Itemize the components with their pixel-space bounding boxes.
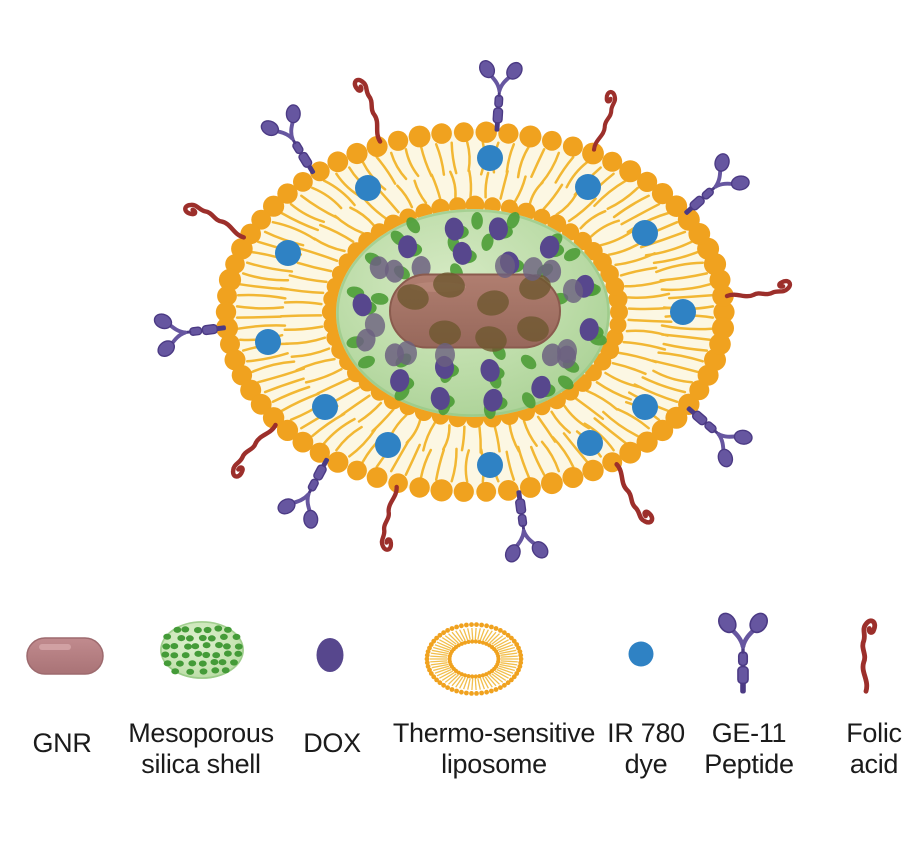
folic-acid-chains [183, 77, 793, 552]
ge11-peptide [153, 313, 226, 357]
legend-label-gnr: GNR [32, 728, 92, 758]
legend-icon-gnr [26, 637, 104, 675]
ge11-peptide [479, 60, 523, 132]
ge11-peptide [260, 104, 316, 175]
legend-label-folic-acid: Folic acid [846, 718, 902, 779]
legend-icon-mesoporous-silica-shell [160, 621, 244, 679]
silica-pore-spots [346, 211, 607, 420]
legend-icons [26, 612, 878, 696]
folic-acid-chain [230, 422, 278, 479]
folic-acid-chain [352, 77, 383, 144]
lipid-tails-inner [279, 169, 674, 454]
ir780-dye-dots [255, 145, 696, 478]
folic-acid-chain [591, 90, 618, 152]
gnr-rod [364, 254, 584, 367]
ge11-peptide [686, 406, 753, 468]
legend-label-dox: DOX [303, 728, 361, 758]
ge11-peptide [718, 612, 768, 694]
folic-acid-chain [183, 202, 246, 240]
ge11-peptide [504, 490, 549, 563]
legend-icon-ir780-dye [628, 641, 654, 667]
legend-label-thermo-sensitive-liposome: Thermo-sensitive liposome [392, 718, 596, 779]
folic-acid-chain [614, 462, 655, 525]
ge11-peptide [684, 153, 750, 215]
folic-acid-chain [860, 618, 878, 694]
legend-icon-ge11-peptide [718, 612, 768, 694]
ge11-peptides [153, 60, 753, 563]
lipid-heads-outer [215, 121, 735, 502]
legend-label-mesoporous-silica-shell: Mesoporous silica shell [128, 718, 274, 779]
dox-dots [352, 217, 604, 412]
legend-label-ir780-dye: IR 780 dye [607, 718, 685, 779]
legend-icon-thermo-sensitive-liposome [424, 622, 524, 696]
legend-icon-dox [316, 638, 344, 672]
folic-acid-chain [724, 278, 793, 299]
legend-icon-folic-acid [860, 618, 878, 694]
ge11-peptide [277, 457, 330, 529]
folic-acid-chain [379, 484, 399, 552]
legend-label-ge11-peptide: GE-11 Peptide [704, 718, 794, 779]
